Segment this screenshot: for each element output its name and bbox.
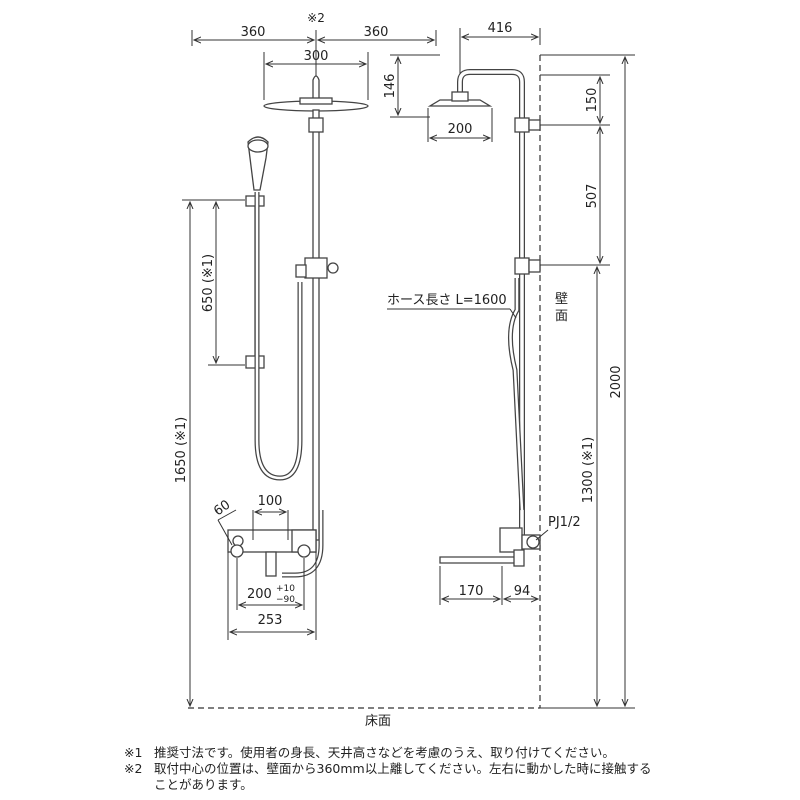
overhead-arm — [312, 75, 320, 101]
dim-253: 253 — [258, 613, 283, 628]
dim-150: 150 — [585, 88, 600, 113]
dim-416: 416 — [488, 21, 513, 36]
dim-94: 94 — [514, 584, 531, 599]
side-overhead-head — [427, 99, 493, 107]
side-view: 416 146 200 150 507 1300 — [383, 21, 635, 708]
wall-label-2: 面 — [555, 309, 568, 324]
wall-bracket-middle — [514, 257, 530, 275]
wall-label-1: 壁 — [555, 292, 568, 307]
dim-2000: 2000 — [609, 365, 624, 398]
shower-hose — [255, 192, 302, 480]
eccentric-right — [297, 544, 311, 558]
note1-mark: ※1 — [124, 745, 143, 760]
dim-146: 146 — [383, 74, 398, 99]
note2-mark-footer: ※2 — [124, 761, 143, 776]
dim-60: 60 — [211, 498, 233, 520]
side-mixer-body — [499, 527, 523, 553]
wall-bracket-top — [514, 117, 530, 133]
dim-200-minus: −90 — [276, 595, 295, 605]
dim-1300: 1300 (※1) — [581, 437, 596, 504]
diverter — [304, 257, 328, 279]
dim-200-head: 200 — [448, 122, 473, 137]
dim-200: 200 — [247, 587, 272, 602]
dim-360-right: 360 — [364, 25, 389, 40]
side-riser — [458, 70, 524, 540]
dim-300: 300 — [304, 49, 329, 64]
pipe-thread-label: PJ1/2 — [548, 515, 581, 530]
riser-pipe — [312, 109, 320, 541]
spout — [439, 556, 521, 564]
dim-650: 650 (※1) — [201, 254, 216, 312]
note1-text: 推奨寸法です。使用者の身長、天井高さなどを考慮のうえ、取り付けてください。 — [154, 745, 615, 760]
floor-label: 床面 — [365, 714, 391, 729]
note2-text-cont: ことがあります。 — [154, 777, 253, 792]
eccentric-left — [230, 544, 244, 558]
dim-360-left: 360 — [241, 25, 266, 40]
hose-length-label: ホース長さ L=1600 — [387, 293, 507, 308]
note2-mark: ※2 — [307, 11, 325, 25]
note2-text: 取付中心の位置は、壁面から360mm以上離してください。左右に動かした時に接触す… — [154, 761, 652, 776]
dim-1650: 1650 (※1) — [174, 417, 189, 484]
dim-507: 507 — [585, 184, 600, 209]
dim-100: 100 — [258, 494, 283, 509]
dim-200-plus: +10 — [276, 584, 295, 594]
front-view: 360 360 ※2 300 — [174, 11, 437, 706]
dim-170: 170 — [459, 584, 484, 599]
